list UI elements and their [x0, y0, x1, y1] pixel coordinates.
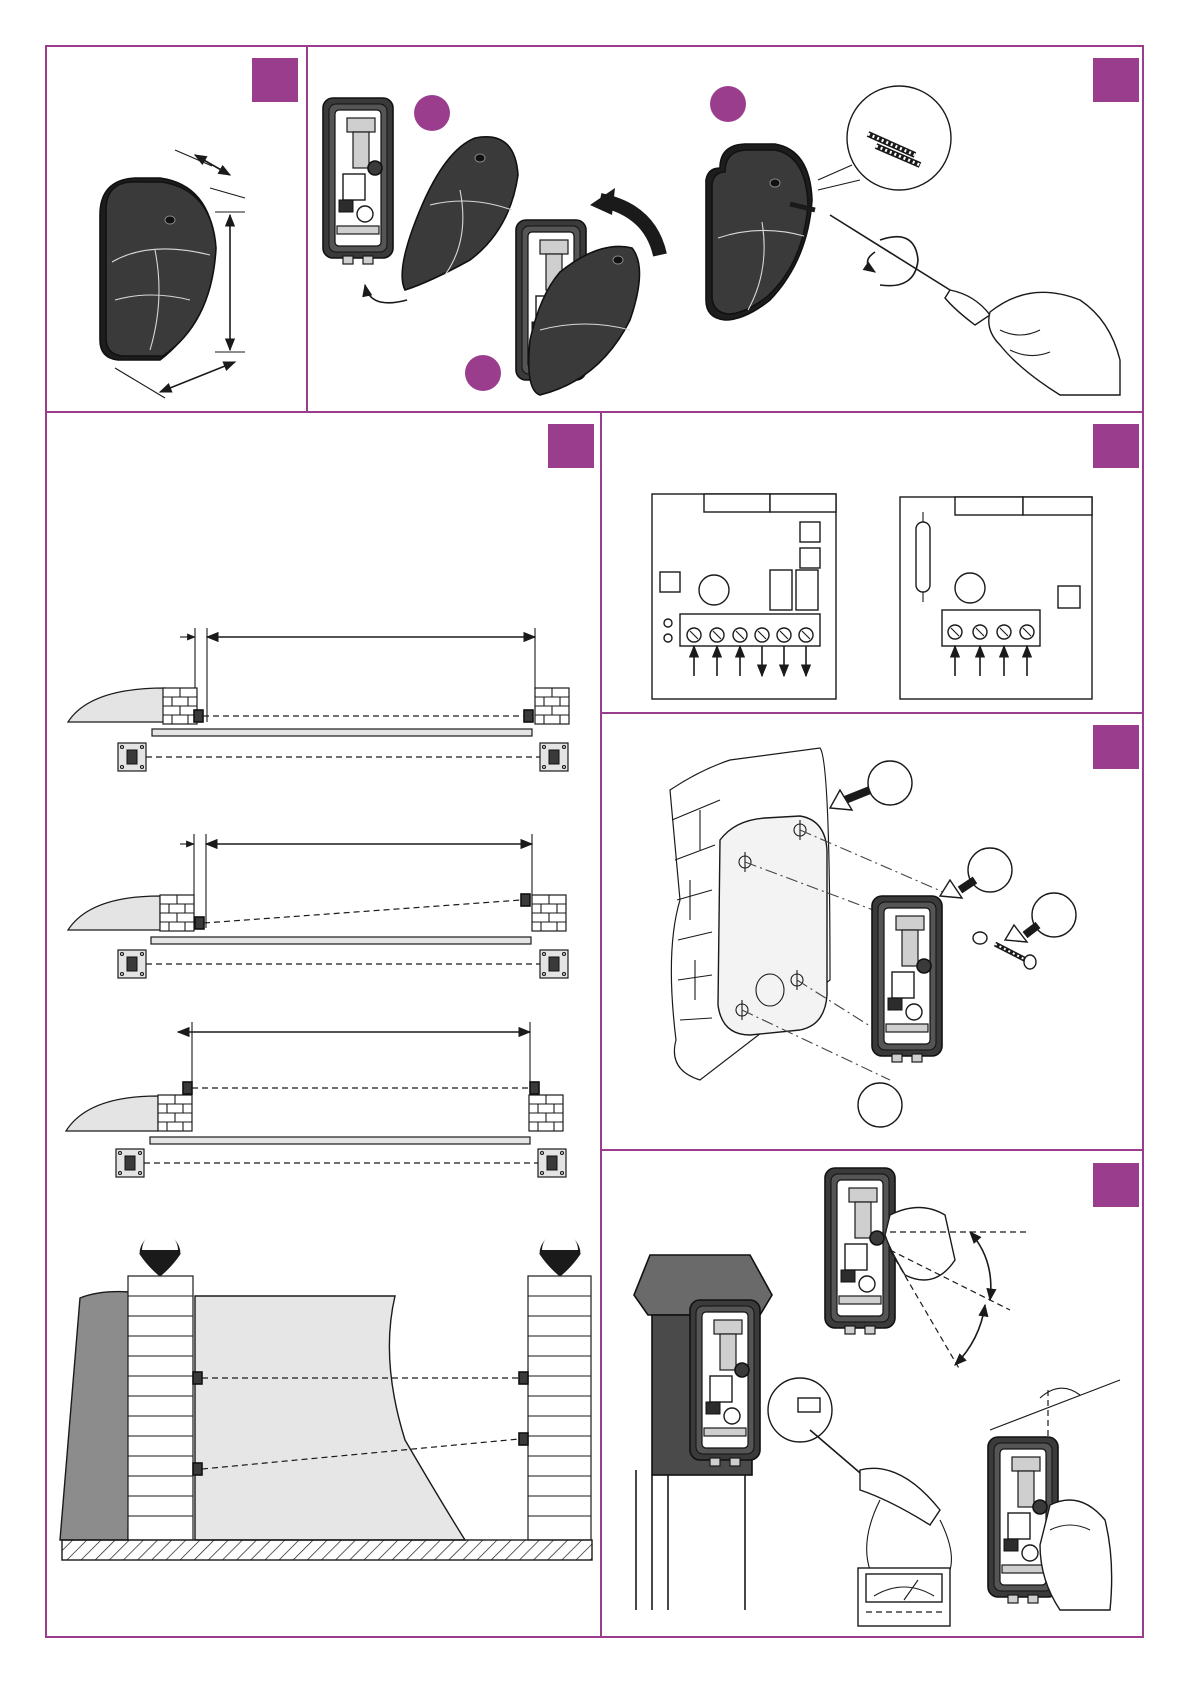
closed-unit	[712, 150, 808, 314]
wall-shadow	[60, 1292, 130, 1540]
washer-icon	[973, 932, 987, 944]
screw-detail-callout	[847, 86, 951, 190]
opened-unit	[323, 98, 393, 264]
beam-line	[204, 900, 521, 923]
detached-cover	[402, 137, 518, 290]
receiver-unit	[872, 896, 942, 1062]
callout-circle	[858, 1083, 902, 1127]
terminal-block	[680, 614, 820, 646]
panel-badge-icon	[1093, 58, 1139, 102]
callout-circle	[968, 848, 1012, 892]
device-dimension-drawing	[100, 150, 245, 398]
callout-circle	[1032, 893, 1076, 937]
alignment-drawing	[634, 1168, 1120, 1626]
callout-circle	[868, 761, 912, 805]
depth-dimension-arrow	[195, 155, 230, 175]
step-marker-1	[414, 95, 450, 131]
cover-removal-drawing	[323, 86, 1120, 395]
installation-distance-diagrams	[60, 628, 592, 1560]
step-marker-3	[710, 86, 746, 122]
adjusting-hand-icon	[1040, 1500, 1112, 1610]
gate-leaf	[195, 1296, 465, 1540]
panel-badge-icon	[548, 424, 594, 468]
panel-badge-icon	[1093, 424, 1139, 468]
mounting-gasket	[718, 816, 827, 1035]
angle-arc	[955, 1305, 985, 1365]
hand-icon	[989, 292, 1120, 395]
post-unit	[690, 1300, 760, 1466]
terminal-board-diagrams	[652, 494, 1092, 699]
panel-badge-icon	[252, 58, 298, 102]
panel-badge-icon	[1093, 1163, 1139, 1207]
panel-badge-icon	[1093, 725, 1139, 769]
rotate-arrow	[365, 285, 407, 303]
width-dimension-arrow	[160, 362, 235, 392]
angle-arc	[970, 1232, 991, 1300]
screwdriver-icon	[830, 215, 950, 290]
hand-icon	[860, 1468, 940, 1525]
wall-mounting-drawing	[670, 748, 1076, 1127]
step-marker-2	[465, 355, 501, 391]
ground-hatch	[62, 1540, 592, 1560]
top-unit	[825, 1168, 895, 1334]
